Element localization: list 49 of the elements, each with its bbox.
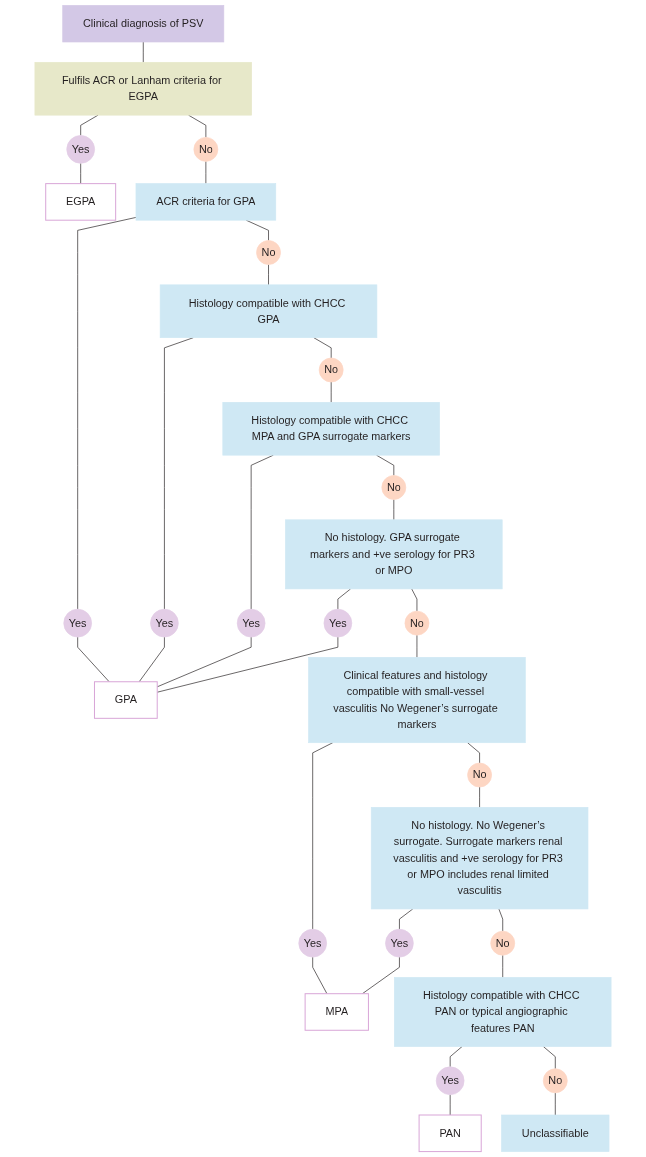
node-box: MPA	[304, 993, 369, 1031]
node-box: PAN	[418, 1114, 482, 1153]
node-circle: Yes	[236, 608, 266, 638]
node-circle: Yes	[150, 608, 179, 638]
connector	[138, 636, 165, 683]
connector	[313, 337, 332, 359]
connector	[479, 786, 480, 808]
node-circle: No	[193, 137, 219, 162]
node-box: No histology. No Wegener’s surrogate. Surrogate markers renal vasculitis and +ve serology for PR3 or MPO includes renal limited vasculitis	[370, 807, 589, 910]
node-circle: No	[542, 1068, 568, 1094]
node-box: Histology compatible with CHCC GPA	[159, 284, 378, 338]
node-box: ACR criteria for GPA	[135, 183, 277, 221]
connector	[362, 956, 400, 995]
node-circle: Yes	[298, 928, 327, 958]
node-box: Histology compatible with CHCC PAN or typical angiographic features PAN	[394, 977, 612, 1047]
node-circle: No	[404, 610, 430, 636]
node-circle: No	[490, 930, 516, 956]
connector	[543, 1046, 556, 1070]
connector	[411, 588, 418, 612]
connector	[337, 588, 351, 610]
connector	[80, 114, 99, 136]
node-circle: Yes	[66, 135, 95, 164]
connector	[498, 908, 504, 932]
node-circle: Yes	[63, 608, 92, 638]
connector	[376, 454, 395, 476]
node-box: EGPA	[45, 183, 117, 221]
node-circle: Yes	[323, 608, 353, 638]
node-box: No histology. GPA surrogate markers and +ve serology for PR3 or MPO	[285, 519, 503, 590]
connector	[77, 636, 110, 683]
node-circle: No	[318, 357, 344, 383]
node-box: Clinical features and histology compatible with small-vessel vasculitis No Wegener’s surrogate markers	[308, 657, 526, 744]
node-box: Clinical diagnosis of PSV	[62, 5, 225, 43]
node-box: GPA	[93, 681, 158, 719]
node-box: Unclassifiable	[501, 1114, 610, 1152]
node-circle: No	[381, 475, 407, 500]
connector	[164, 337, 194, 610]
node-box: Fulfils ACR or Lanham criteria for EGPA	[34, 61, 252, 116]
node-box: Histology compatible with CHCC MPA and GPA surrogate markers	[222, 402, 440, 456]
connector	[467, 742, 480, 764]
node-circle: No	[467, 762, 492, 788]
connector	[449, 1046, 463, 1068]
connector	[312, 956, 328, 995]
connector	[268, 264, 269, 286]
connector	[399, 908, 414, 930]
connector	[312, 742, 334, 930]
node-circle: Yes	[385, 928, 414, 958]
node-circle: No	[256, 240, 281, 265]
node-circle: Yes	[435, 1066, 465, 1096]
connector	[77, 217, 137, 610]
